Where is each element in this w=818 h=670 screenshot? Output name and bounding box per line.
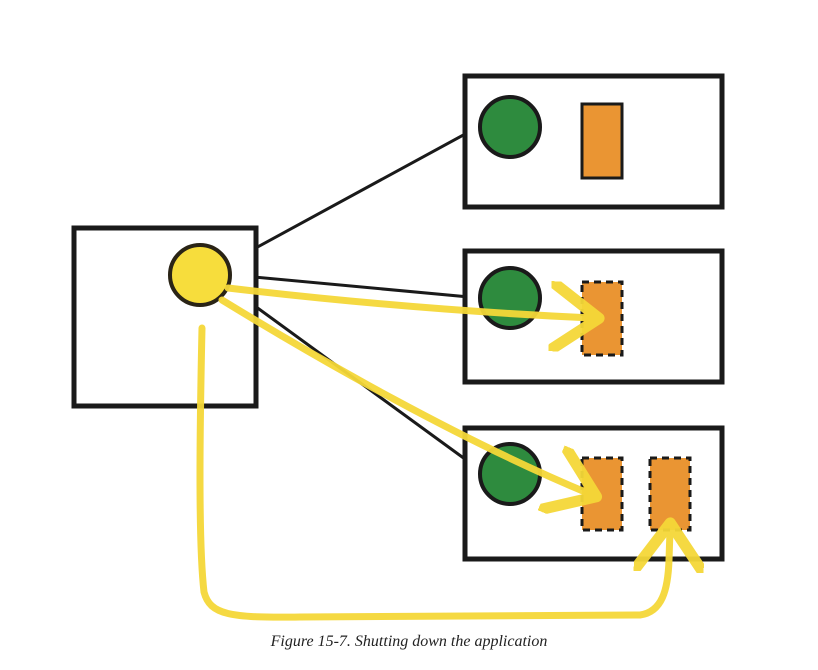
shutdown-arrow-bottom [196, 324, 670, 621]
shutdown-arrows [196, 288, 670, 621]
shutdown-arrow-middle [224, 288, 592, 318]
task-stopping-3 [648, 456, 692, 532]
worker-node-1 [478, 95, 542, 159]
figure-caption: Figure 15-7. Shutting down the applicati… [270, 633, 548, 650]
connection-line-middle [230, 273, 482, 300]
main-process-node [168, 243, 232, 307]
worker-node-2 [478, 266, 542, 330]
diagram [71, 73, 725, 621]
main-process-box [71, 225, 259, 409]
connection-line-top [228, 125, 480, 264]
worker-node-3 [478, 442, 542, 506]
shutdown-arrow-lower [218, 296, 590, 494]
task-running [580, 102, 624, 180]
